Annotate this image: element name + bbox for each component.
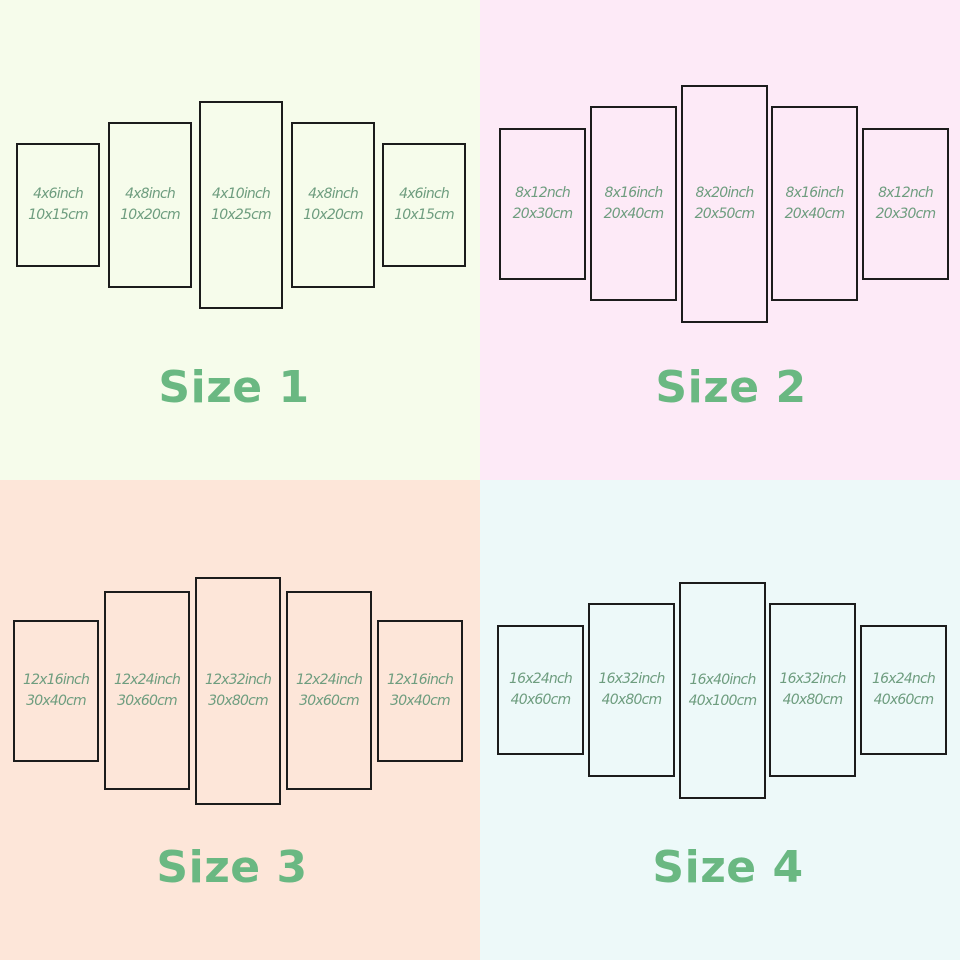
size-2-quadrant: 8x12nch 20x30cm 8x16inch 20x40cm 8x20inc… — [480, 0, 960, 480]
panel-cm-label: 40x60cm — [510, 692, 571, 708]
panel-cm-label: 10x20cm — [120, 207, 180, 223]
panel-cm-label: 20x40cm — [603, 205, 664, 222]
panel-inch-label: 8x12nch — [515, 185, 571, 201]
panel-cm-label: 30x40cm — [390, 693, 450, 709]
size-3-panel-1: 12x16inch 30x40cm — [13, 620, 99, 762]
panel-cm-label: 30x80cm — [208, 693, 268, 709]
size-4-title: Size 4 — [652, 842, 804, 893]
size-4-panel-2: 16x32inch 40x80cm — [588, 603, 675, 777]
panel-inch-label: 4x8inch — [125, 186, 176, 202]
panel-inch-label: 16x24nch — [509, 671, 573, 687]
panel-inch-label: 4x6inch — [399, 186, 450, 202]
panel-inch-label: 16x32inch — [598, 671, 665, 687]
panel-cm-label: 10x25cm — [211, 207, 271, 223]
size-4-panel-3: 16x40inch 40x100cm — [679, 582, 766, 799]
panel-inch-label: 12x16inch — [22, 672, 90, 688]
panel-cm-label: 40x80cm — [601, 692, 662, 708]
panel-inch-label: 8x16inch — [785, 184, 845, 201]
panel-cm-label: 30x60cm — [117, 692, 177, 709]
size-1-panel-3: 4x10inch 10x25cm — [199, 101, 283, 309]
panel-inch-label: 12x24inch — [295, 671, 363, 688]
panel-cm-label: 30x40cm — [26, 693, 86, 709]
panel-cm-label: 20x40cm — [784, 205, 845, 222]
size-3-quadrant: 12x16inch 30x40cm 12x24inch 30x60cm 12x3… — [0, 480, 480, 960]
panel-inch-label: 16x24nch — [872, 671, 936, 687]
size-3-panel-2: 12x24inch 30x60cm — [104, 591, 190, 790]
panel-inch-label: 8x12nch — [878, 185, 934, 201]
size-2-panel-4: 8x16inch 20x40cm — [771, 106, 858, 301]
panel-cm-label: 20x30cm — [875, 206, 936, 222]
size-1-panel-2: 4x8inch 10x20cm — [108, 122, 192, 288]
panel-cm-label: 10x20cm — [303, 207, 363, 223]
panel-inch-label: 4x8inch — [308, 186, 359, 202]
size-3-panel-3: 12x32inch 30x80cm — [195, 577, 281, 805]
size-4-panel-4: 16x32inch 40x80cm — [769, 603, 856, 777]
panel-cm-label: 40x100cm — [688, 692, 758, 709]
panel-cm-label: 40x60cm — [873, 692, 934, 708]
size-3-title: Size 3 — [156, 842, 308, 893]
panel-inch-label: 16x32inch — [779, 671, 846, 687]
size-3-panel-5: 12x16inch 30x40cm — [377, 620, 463, 762]
panel-cm-label: 30x60cm — [299, 692, 359, 709]
panel-cm-label: 20x30cm — [512, 206, 573, 222]
panel-inch-label: 12x32inch — [204, 672, 272, 688]
panel-cm-label: 40x80cm — [782, 692, 843, 708]
panel-inch-label: 16x40inch — [689, 671, 756, 688]
size-2-title: Size 2 — [655, 362, 807, 413]
size-2-panel-5: 8x12nch 20x30cm — [862, 128, 949, 280]
panel-inch-label: 8x20inch — [695, 185, 755, 201]
size-1-panel-1: 4x6inch 10x15cm — [16, 143, 100, 267]
panel-cm-label: 10x15cm — [28, 207, 88, 223]
size-1-title: Size 1 — [158, 362, 310, 413]
panel-cm-label: 10x15cm — [394, 207, 454, 223]
panel-inch-label: 4x10inch — [212, 186, 271, 202]
size-3-panel-4: 12x24inch 30x60cm — [286, 591, 372, 790]
panel-cm-label: 20x50cm — [694, 206, 755, 222]
size-1-panel-4: 4x8inch 10x20cm — [291, 122, 375, 288]
size-2-panel-3: 8x20inch 20x50cm — [681, 85, 768, 323]
size-1-panel-5: 4x6inch 10x15cm — [382, 143, 466, 267]
size-4-panel-1: 16x24nch 40x60cm — [497, 625, 584, 755]
size-2-panel-1: 8x12nch 20x30cm — [499, 128, 586, 280]
size-4-quadrant: 16x24nch 40x60cm 16x32inch 40x80cm 16x40… — [480, 480, 960, 960]
panel-inch-label: 4x6inch — [33, 186, 84, 202]
panel-inch-label: 12x16inch — [386, 672, 454, 688]
panel-inch-label: 8x16inch — [604, 184, 664, 201]
size-1-quadrant: 4x6inch 10x15cm 4x8inch 10x20cm 4x10inch… — [0, 0, 480, 480]
size-4-panel-5: 16x24nch 40x60cm — [860, 625, 947, 755]
size-2-panel-2: 8x16inch 20x40cm — [590, 106, 677, 301]
panel-inch-label: 12x24inch — [113, 671, 181, 688]
